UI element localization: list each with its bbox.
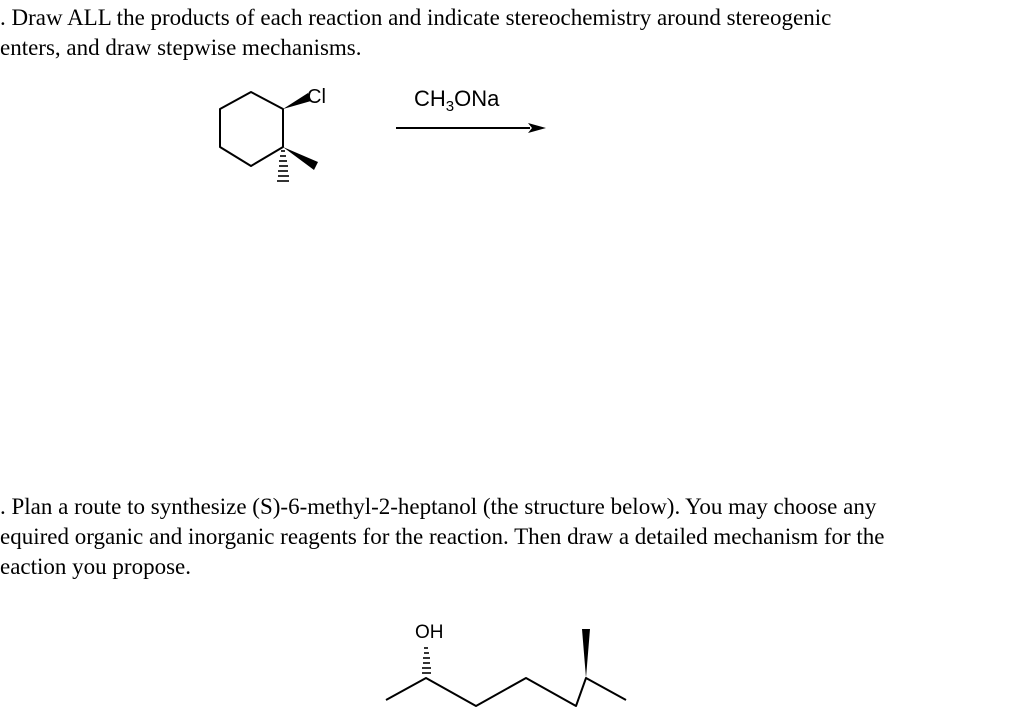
wedge-bond-methyl <box>283 147 318 170</box>
question-1-line-2: enters, and draw stepwise mechanisms. <box>0 35 362 60</box>
question-2-line-1: . Plan a route to synthesize (S)-6-methy… <box>0 494 877 519</box>
cyclohexane-ring <box>219 91 284 167</box>
chlorine-label: Cl <box>307 86 326 108</box>
reagent-prefix: CH <box>414 86 446 111</box>
reagent-label: CH3ONa <box>414 86 500 115</box>
hydroxyl-label: OH <box>415 622 444 643</box>
reaction-arrow <box>396 123 546 133</box>
wedge-bond-chlorine <box>283 93 311 109</box>
hashed-bond-hydrogen <box>277 150 289 182</box>
reagent-suffix: ONa <box>454 86 500 111</box>
question-2-line-2: equired organic and inorganic reagents f… <box>0 524 885 549</box>
wedge-bond-c6-methyl <box>582 629 590 678</box>
hashed-bond-hydroxyl <box>422 647 431 674</box>
question-1-line-1: . Draw ALL the products of each reaction… <box>0 5 832 30</box>
reagent-subscript: 3 <box>446 98 454 115</box>
question-2-line-3: eaction you propose. <box>0 554 191 579</box>
carbon-chain <box>385 677 627 707</box>
